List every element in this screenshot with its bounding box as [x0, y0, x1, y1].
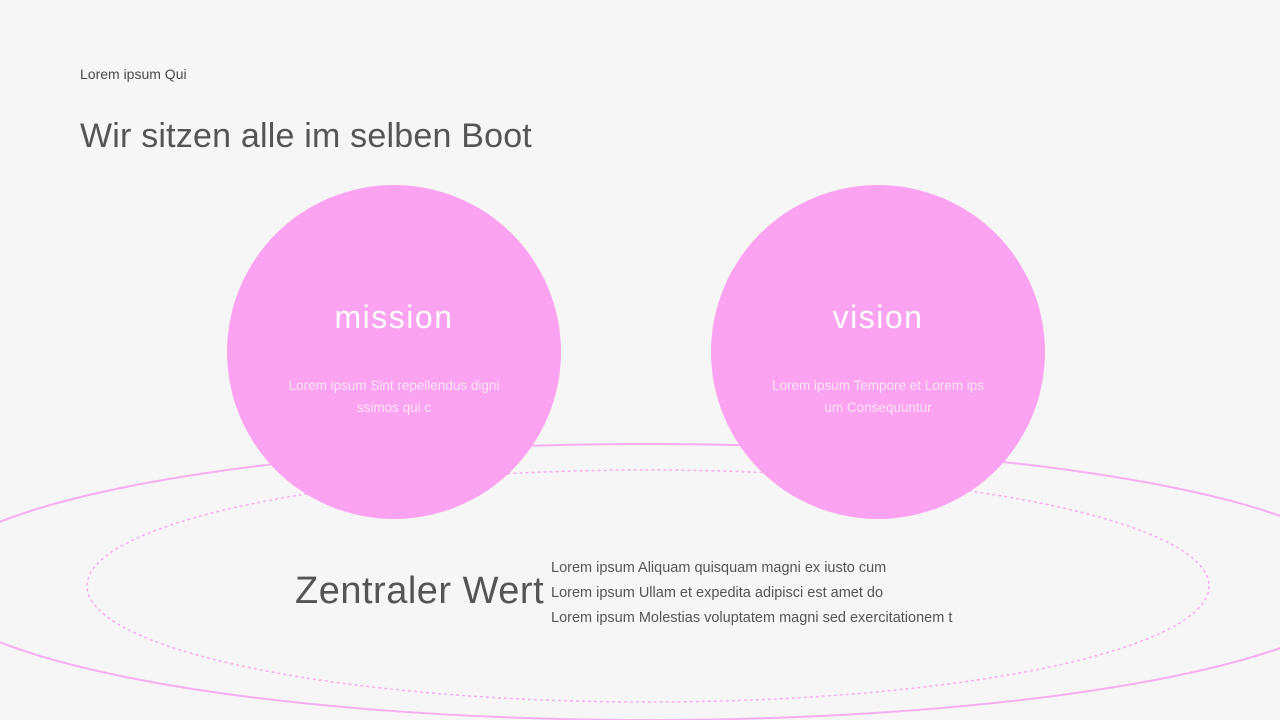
vision-circle: vision Lorem ipsum Tempore et Lorem ipsu… [711, 185, 1045, 519]
mission-circle: mission Lorem ipsum Sint repellendus dig… [227, 185, 561, 519]
core-value-line: Lorem ipsum Molestias voluptatem magni s… [551, 610, 953, 626]
core-value-line: Lorem ipsum Aliquam quisquam magni ex iu… [551, 560, 887, 576]
mission-text: Lorem ipsum Sint repellendus dignissimos… [288, 378, 500, 415]
core-value-label: Zentraler Wert [295, 570, 545, 612]
core-value-list: Lorem ipsum Aliquam quisquam magni ex iu… [551, 556, 952, 631]
mission-heading: mission [334, 299, 454, 335]
vision-text: Lorem ipsum Tempore et Lorem ipsum Conse… [771, 378, 985, 415]
slide-title: Wir sitzen alle im selben Boot [80, 117, 532, 155]
vision-heading: vision [832, 299, 924, 335]
slide-subtitle: Lorem ipsum Qui [80, 66, 187, 82]
core-value-line: Lorem ipsum Ullam et expedita adipisci e… [551, 585, 884, 601]
outer-ellipse [0, 443, 1280, 720]
inner-dashed-ellipse [86, 469, 1210, 703]
